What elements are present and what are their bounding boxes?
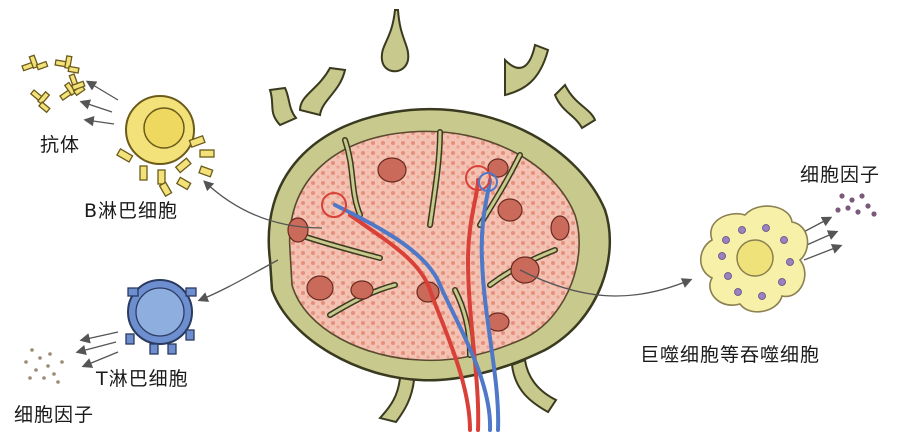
t-cell-label: T淋巴细胞: [96, 364, 189, 391]
b-lymphocyte: [117, 96, 214, 196]
cytokines-right: [835, 193, 876, 216]
antibody-label: 抗体: [40, 130, 80, 157]
cytokines-left: [24, 348, 64, 384]
b-cell-label: B淋巴细胞: [84, 196, 178, 223]
cytokine-label-left: 细胞因子: [14, 400, 94, 427]
macrophage-label: 巨噬细胞等吞噬细胞: [640, 340, 820, 367]
macrophage: [701, 206, 808, 312]
antibodies: [20, 52, 85, 112]
lymph-node: [269, 10, 610, 430]
cytokine-label-right: 细胞因子: [800, 160, 880, 187]
t-lymphocyte: [126, 280, 196, 354]
